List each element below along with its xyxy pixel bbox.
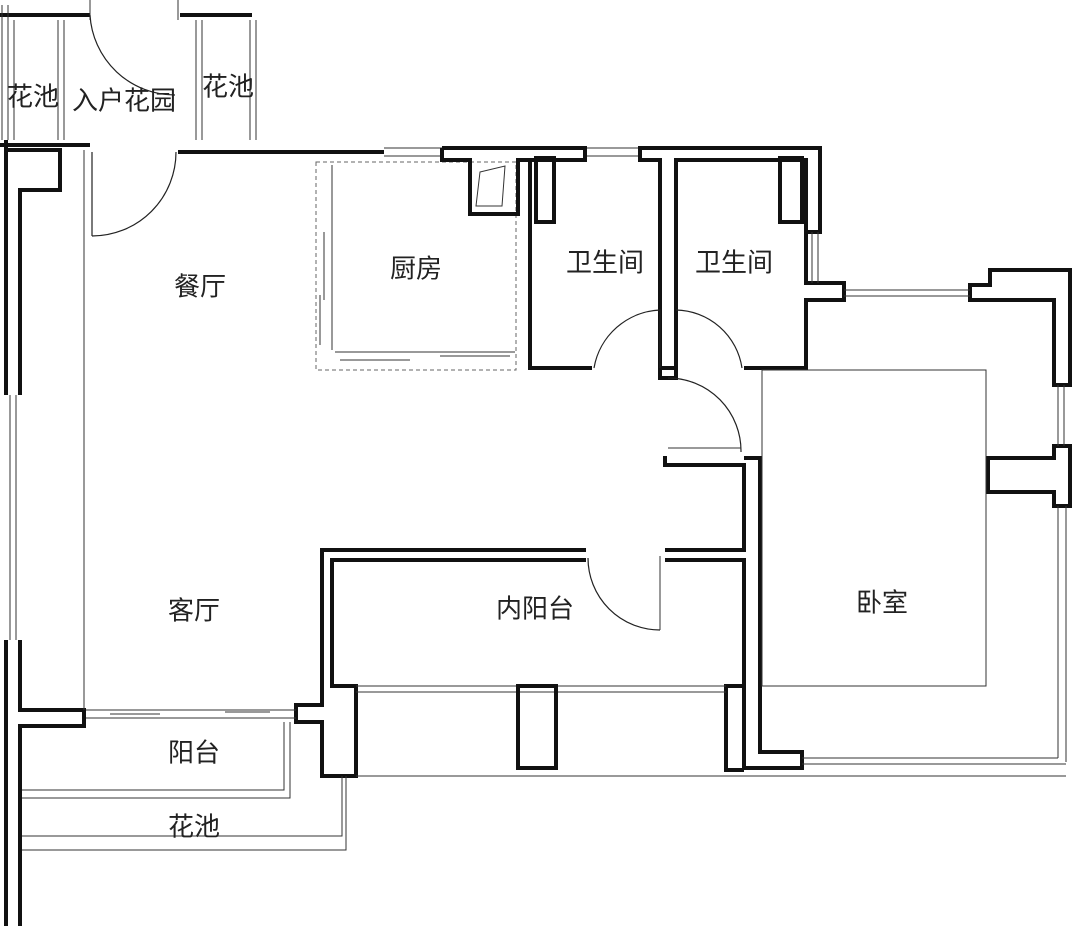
outer-walls	[0, 140, 384, 926]
top-windows	[384, 147, 640, 157]
bathroom-walls	[440, 146, 846, 380]
bedroom-area	[761, 268, 1072, 765]
kitchen-area	[315, 161, 517, 371]
dining-door	[91, 151, 177, 237]
entry-garden-area	[0, 0, 257, 140]
entry-garden-label: 入户花园	[72, 87, 176, 117]
dining-label: 餐厅	[174, 273, 226, 303]
living-label: 客厅	[168, 597, 220, 627]
inner-balcony-label: 内阳台	[496, 595, 574, 625]
planter-bottom-label: 花池	[168, 813, 220, 843]
corridor-walls	[663, 377, 804, 770]
inner-balcony-area	[294, 548, 746, 778]
planter-right-label: 花池	[202, 73, 254, 103]
bedroom-label: 卧室	[856, 589, 908, 619]
balcony-area	[22, 709, 1066, 851]
bathroom-1-label: 卫生间	[566, 249, 644, 279]
bathroom-2-label: 卫生间	[695, 249, 773, 279]
balcony-label: 阳台	[168, 739, 220, 769]
kitchen-label: 厨房	[390, 255, 442, 285]
planter-left-label: 花池	[7, 83, 59, 113]
